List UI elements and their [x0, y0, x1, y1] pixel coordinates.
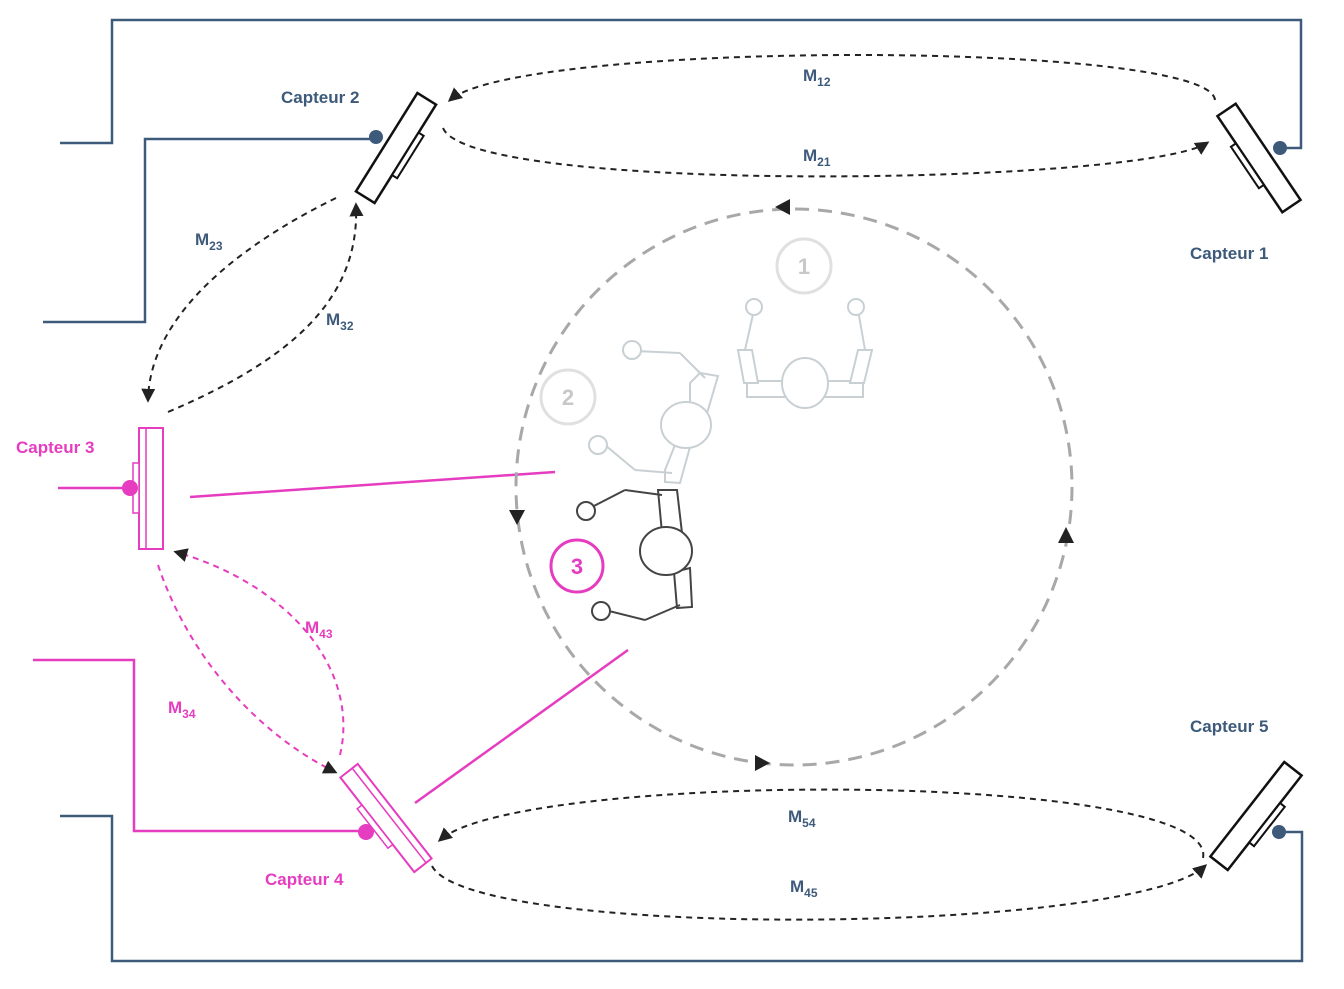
trajectory-circle — [514, 207, 1074, 767]
wiring-magenta — [33, 470, 629, 833]
position-badge-2: 2 — [539, 368, 597, 426]
label-m45: M45 — [790, 877, 818, 900]
arc-m12 — [447, 54, 1216, 102]
trajectory-arrow-top — [775, 199, 790, 215]
capteur-5-device — [1208, 760, 1304, 872]
wire-capteur-5-bottom — [60, 814, 1304, 963]
sight-line-capteur-4 — [414, 648, 629, 805]
trajectory-arrows — [509, 199, 1074, 771]
arc-m43 — [173, 548, 345, 756]
arc-m23 — [141, 197, 337, 403]
position-badge-3: 3 — [549, 538, 605, 594]
position-label-3: 3 — [571, 554, 583, 579]
label-m54: M54 — [788, 807, 816, 830]
label-capteur-2: Capteur 2 — [281, 88, 359, 107]
position-label-1: 1 — [798, 254, 810, 279]
arc-m21 — [442, 127, 1210, 178]
label-capteur-4: Capteur 4 — [265, 870, 344, 889]
label-m43: M43 — [305, 618, 333, 641]
label-m34: M34 — [168, 698, 196, 721]
capteur-5-connector — [1272, 825, 1286, 839]
trajectory-arrow-right — [1058, 527, 1074, 543]
capteur-1-connector — [1273, 141, 1287, 155]
capteur-3-device — [132, 427, 164, 550]
capteur-4-connector — [358, 824, 374, 840]
label-capteur-5: Capteur 5 — [1190, 717, 1268, 736]
wire-capteur-4 — [33, 658, 366, 833]
wiring-navy — [43, 18, 1304, 963]
capteur-4-device — [338, 762, 434, 874]
label-m12: M12 — [803, 66, 831, 89]
position-label-2: 2 — [562, 385, 574, 410]
sight-line-capteur-3 — [189, 470, 556, 499]
person-position-2 — [588, 340, 720, 485]
wire-capteur-2 — [43, 137, 376, 324]
capteur-3-connector — [122, 480, 138, 496]
arc-m54 — [437, 788, 1205, 859]
links-magenta — [157, 548, 345, 774]
arc-m34 — [157, 564, 338, 774]
label-m23: M23 — [195, 230, 223, 253]
label-capteur-1: Capteur 1 — [1190, 244, 1268, 263]
label-m32: M32 — [326, 310, 354, 333]
capteur-2-device — [354, 91, 438, 205]
trajectory-arrow-left — [509, 510, 525, 525]
wire-capteur-1-top — [60, 18, 1303, 150]
capteur-2-connector — [369, 130, 383, 144]
links-dark — [141, 54, 1216, 921]
person-position-1 — [736, 298, 874, 409]
label-capteur-3: Capteur 3 — [16, 438, 94, 457]
person-position-3 — [576, 489, 694, 621]
trajectory-arrow-bottom — [755, 755, 770, 771]
arc-m45 — [431, 864, 1208, 921]
arc-m32 — [167, 202, 364, 413]
position-badge-1: 1 — [775, 237, 833, 295]
capteur-1-device — [1215, 102, 1303, 214]
label-m21: M21 — [803, 146, 831, 169]
